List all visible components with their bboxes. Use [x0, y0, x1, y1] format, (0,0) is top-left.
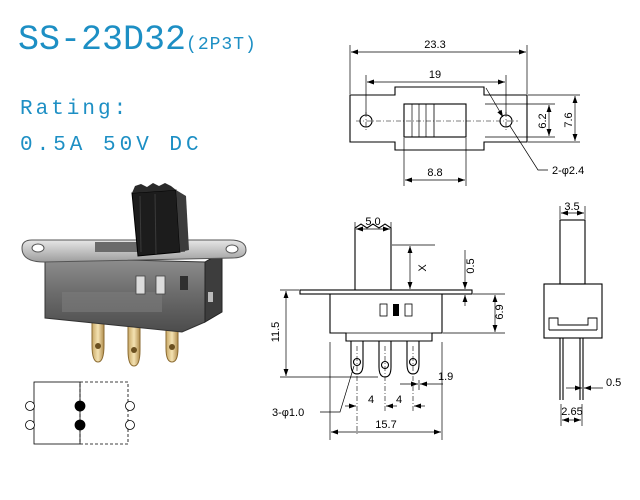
dim-slot-width: 8.8: [427, 167, 442, 179]
contact-2: [25, 420, 35, 430]
schematic-right-box: [79, 381, 129, 445]
mounting-plate: [299, 289, 473, 295]
contact-3: [125, 401, 135, 411]
actuator-outline: [354, 223, 392, 290]
schematic-left-box: [33, 381, 81, 445]
side-view: 3.5 0.5 2.65: [543, 201, 621, 426]
pin-hole-callout: 3-φ1.0: [272, 407, 304, 419]
top-view: 23.3 19 7.6 6.2 8.8 2-φ2.4: [349, 39, 584, 186]
dim-pin-spacing-2: 4: [396, 394, 402, 406]
rating-value: 0.5A 50V DC: [20, 134, 203, 157]
side-actuator: [559, 219, 586, 285]
contact-4: [125, 420, 135, 430]
front-view: 5.0 X 0.5 6.9 11.5 4 4 1.9 3-φ1.0 15.7: [270, 216, 506, 440]
dim-hole-spacing: 19: [429, 69, 441, 81]
dim-height-outer: 7.6: [563, 112, 575, 127]
dim-actuator-width: 5.0: [365, 216, 380, 228]
top-view-slot: [403, 103, 467, 138]
solder-pins: [91, 321, 179, 367]
circuit-schematic: [25, 381, 135, 445]
contact-common-1: [74, 400, 86, 412]
housing-slot-filled: [393, 304, 399, 316]
dim-side-actuator-width: 3.5: [564, 201, 579, 213]
contact-common-2: [74, 419, 86, 431]
dim-overall-height: 11.5: [270, 322, 282, 343]
dim-body-length: 15.7: [375, 419, 396, 431]
dim-height-inner: 6.2: [537, 113, 549, 128]
dim-side-pin-spacing: 2.65: [561, 406, 582, 418]
housing-outline: [329, 294, 443, 342]
side-housing: [543, 283, 603, 339]
switch-photo: [21, 183, 247, 367]
rating-label: Rating:: [20, 98, 130, 121]
hole-callout: 2-φ2.4: [552, 165, 584, 177]
top-view-outline: [349, 86, 528, 151]
dim-pin-thickness: 0.5: [606, 377, 621, 389]
dim-overall-length: 23.3: [424, 39, 445, 51]
dim-pin-spacing-1: 4: [368, 394, 374, 406]
product-title: SS-23D32(2P3T): [18, 20, 257, 60]
dim-plate-thickness: 0.5: [465, 258, 477, 273]
contact-1: [25, 401, 35, 411]
model-number: SS-23D32: [18, 20, 187, 60]
dim-pin-offset: 1.9: [438, 371, 453, 383]
pole-throw-label: (2P3T): [186, 35, 257, 55]
dim-body-height: 6.9: [494, 304, 506, 319]
dim-actuator-travel: X: [417, 264, 429, 272]
